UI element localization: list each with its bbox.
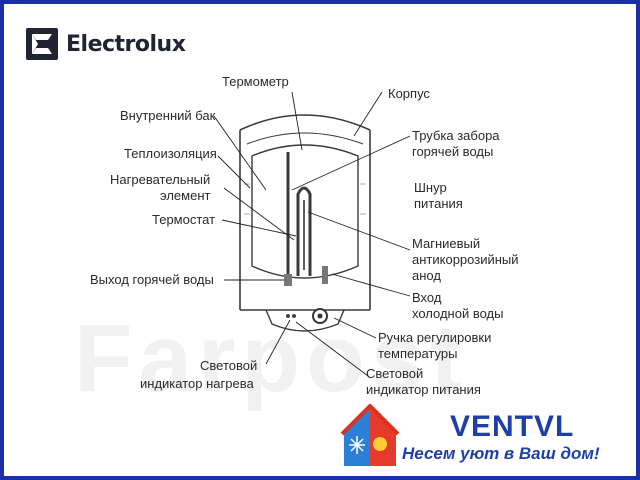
label-heating-element-2: элемент (160, 188, 211, 203)
label-thermometer: Термометр (222, 74, 289, 89)
label-heating-indicator-1: Световой (200, 358, 258, 373)
label-temp-knob-1: Ручка регулировки (378, 330, 492, 345)
label-heating-indicator-2: индикатор нагрева (140, 376, 254, 391)
ventvl-slogan: Несем уют в Ваш дом! (402, 444, 600, 463)
temperature-knob-center (317, 313, 323, 319)
label-temp-knob-2: температуры (378, 346, 458, 361)
water-heater-diagram (213, 91, 411, 377)
label-magnesium-anode-2: антикоррозийный (412, 252, 519, 267)
label-hot-intake-tube-2: горячей воды (412, 144, 494, 159)
label-magnesium-anode-3: анод (412, 268, 441, 283)
label-housing: Корпус (388, 86, 430, 101)
hot-outlet-pipe (284, 274, 292, 286)
cold-inlet-pipe (322, 266, 328, 284)
label-thermostat: Термостат (152, 212, 216, 227)
label-power-cord-1: Шнур (414, 180, 447, 195)
label-heating-element-1: Нагревательный (110, 172, 211, 187)
label-hot-intake-tube-1: Трубка забора (412, 128, 500, 143)
label-cold-water-inlet-2: холодной воды (412, 306, 504, 321)
heating-element (296, 186, 312, 276)
ventvl-name: VENTVL (450, 410, 575, 443)
label-magnesium-anode-1: Магниевый (412, 236, 481, 251)
label-power-cord-2: питания (414, 196, 463, 211)
insulation-shading (244, 183, 366, 215)
heating-indicator-light (286, 314, 290, 318)
label-hot-water-outlet: Выход горячей воды (90, 272, 214, 287)
ventvl-house-icon (340, 404, 400, 466)
ventvl-brand-block: VENTVL Несем уют в Ваш дом! (340, 402, 636, 474)
electrolux-emblem-icon (26, 28, 58, 60)
label-power-indicator-1: Световой (366, 366, 424, 381)
inner-tank-outline (246, 132, 364, 279)
power-indicator-light (292, 314, 296, 318)
electrolux-logo: Electrolux (26, 28, 186, 60)
label-power-indicator-2: индикатор питания (366, 382, 481, 397)
label-insulation: Теплоизоляция (124, 146, 217, 161)
label-inner-tank: Внутренний бак (120, 108, 216, 123)
label-cold-water-inlet-1: Вход (412, 290, 442, 305)
watermark: Farpost (74, 305, 469, 412)
leader-lines (213, 91, 411, 377)
brand-name: Electrolux (66, 31, 186, 57)
